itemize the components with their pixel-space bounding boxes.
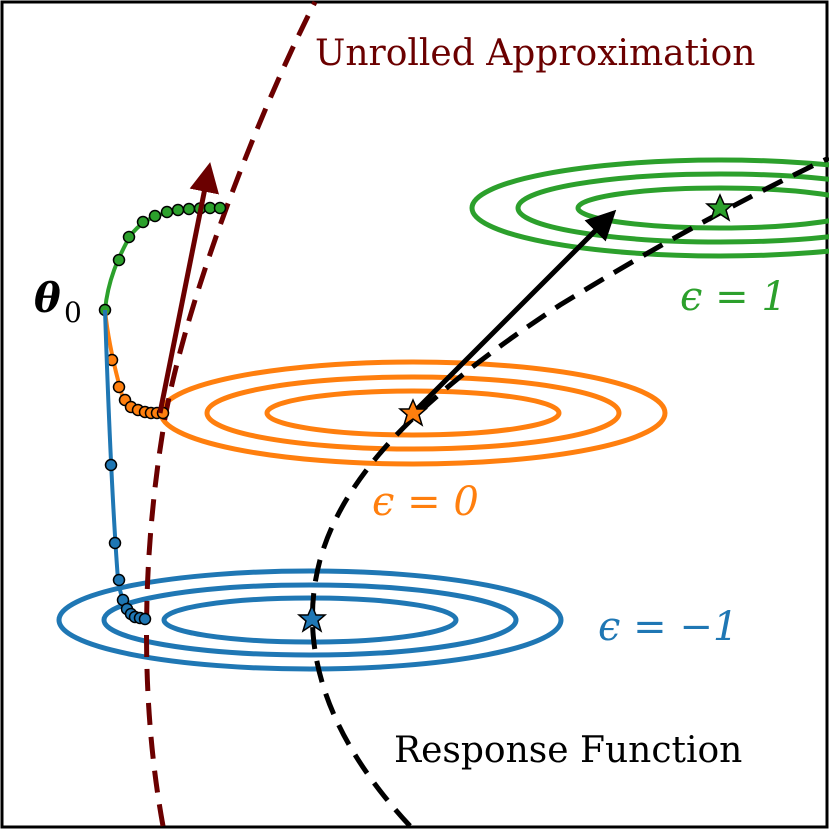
trajectory-point: [108, 536, 122, 550]
contour-blue-outer: [56, 568, 564, 672]
trajectory-point: [138, 612, 152, 626]
contours-orange: [158, 359, 668, 467]
trajectory-point: [182, 202, 196, 216]
contour-blue-middle: [101, 582, 519, 658]
contours-green: [469, 157, 829, 259]
theta-zero-label: θ 0: [34, 275, 82, 329]
trajectory-point: [136, 215, 150, 229]
unrolled-tangent-arrow: [157, 162, 220, 414]
contour-orange-middle: [204, 374, 622, 452]
star-icon: [296, 604, 328, 633]
epsilon-plus-one-label: ϵ = 1: [680, 274, 787, 320]
response-function-curve: [309, 155, 829, 828]
trajectory-point: [112, 253, 126, 267]
response-function-label: Response Function: [394, 730, 742, 771]
trajectory-point: [171, 203, 185, 217]
trajectory-green-points: [98, 201, 227, 317]
contour-green-inner: [575, 185, 829, 231]
contours-blue: [56, 568, 564, 672]
unrolled-approximation-label: Unrolled Approximation: [315, 33, 755, 74]
response-tangent-arrow: [411, 209, 617, 415]
trajectory-orange-points: [105, 353, 170, 420]
trajectory-point: [148, 209, 162, 223]
trajectory-blue-points: [104, 458, 152, 626]
theta-subscript: 0: [64, 296, 82, 329]
contour-blue-inner: [161, 595, 459, 645]
contour-green-outer: [469, 157, 829, 259]
trajectory-point: [104, 458, 118, 472]
theta-symbol: θ: [34, 275, 61, 322]
trajectory-point: [112, 380, 126, 394]
epsilon-minus-one-label: ϵ = −1: [598, 604, 738, 650]
star-icon: [704, 193, 736, 222]
epsilon-zero-label: ϵ = 0: [372, 479, 479, 525]
star-icon: [397, 398, 429, 427]
contour-green-middle: [515, 171, 829, 245]
trajectory-point: [112, 573, 126, 587]
contour-orange-inner: [264, 388, 562, 438]
trajectory-point: [160, 205, 174, 219]
trajectory-point: [122, 230, 136, 244]
trajectory-point: [213, 201, 227, 215]
